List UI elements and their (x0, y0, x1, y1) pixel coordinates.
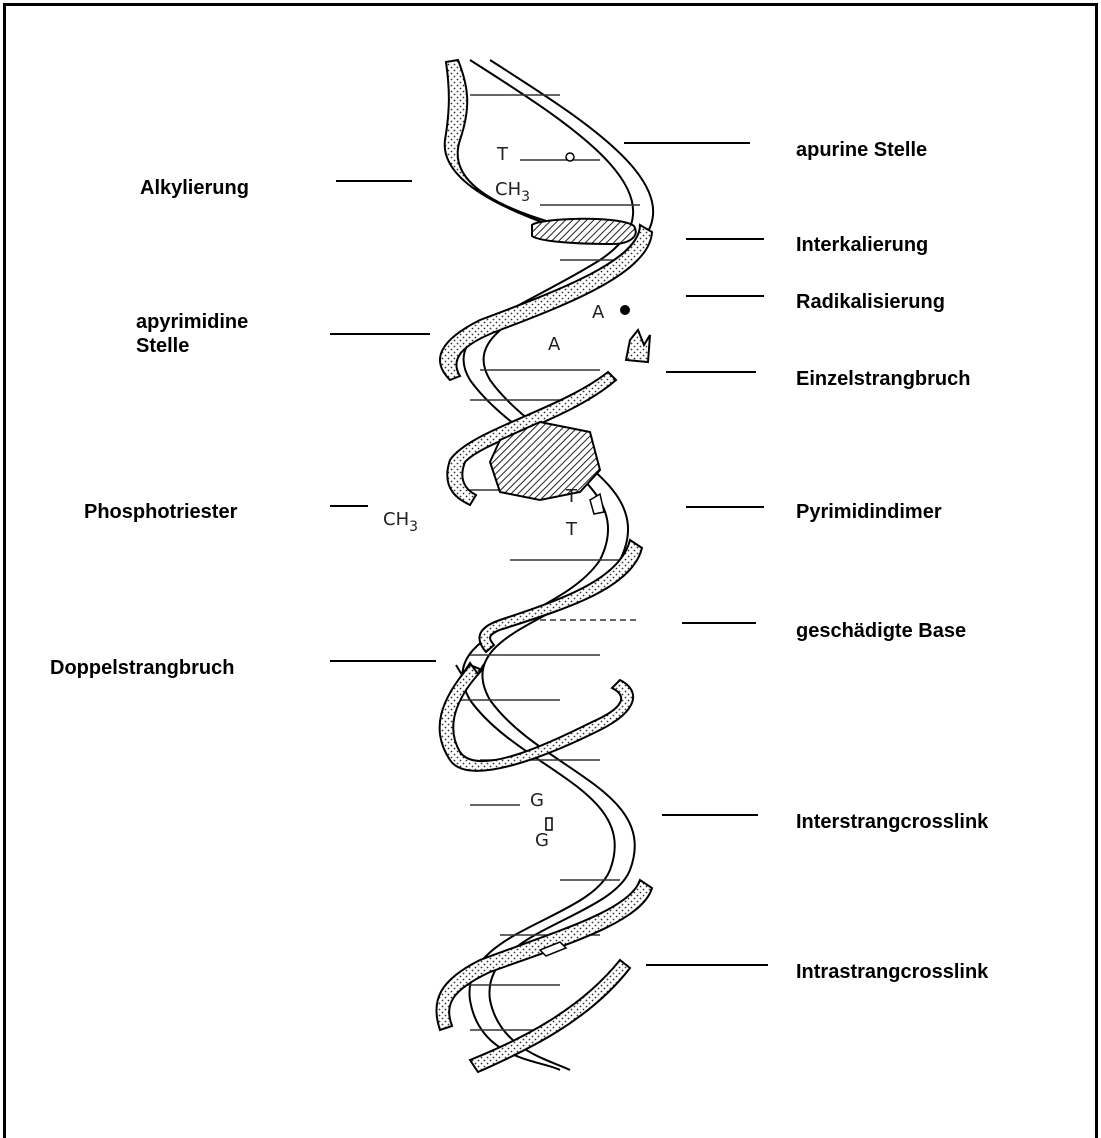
helix-mark-a-1: A (592, 302, 605, 323)
intercalation-shape (532, 219, 636, 244)
leader-geschaedigte-base (682, 622, 756, 624)
dimer-crosslink-mark (590, 494, 604, 514)
leader-radikalisierung (686, 295, 764, 297)
leader-alkylierung (336, 180, 412, 182)
label-radikalisierung: Radikalisierung (796, 290, 945, 314)
helix-mark-ch3-left: CH3 (383, 509, 418, 535)
helix-mark-a-2: A (548, 334, 561, 355)
label-intrastrangcrosslink: Intrastrangcrosslink (796, 960, 988, 984)
label-geschaedigte-base: geschädigte Base (796, 619, 966, 643)
leader-phosphotriester (330, 505, 368, 507)
label-apurine-stelle: apurine Stelle (796, 138, 927, 162)
leader-intrastrangcrosslink (646, 964, 768, 966)
label-pyrimidindimer: Pyrimidindimer (796, 500, 942, 524)
label-apyrimidine-line2: Stelle (136, 334, 248, 358)
helix-mark-g-1: G (530, 790, 544, 811)
helix-mark-t-top: T (496, 144, 509, 165)
helix-mark-t-dimer-1: T (565, 486, 578, 507)
label-einzelstrangbruch: Einzelstrangbruch (796, 367, 970, 391)
leader-einzelstrangbruch (666, 371, 756, 373)
label-interstrangcrosslink: Interstrangcrosslink (796, 810, 988, 834)
apurine-site-circle (566, 153, 574, 161)
leader-apurine-stelle (624, 142, 750, 144)
helix-mark-g-2: G (535, 830, 549, 851)
label-apyrimidine-stelle: apyrimidine Stelle (136, 310, 248, 358)
leader-doppelstrangbruch (330, 660, 436, 662)
helix-mark-t-dimer-2: T (565, 519, 578, 540)
leader-interkalierung (686, 238, 764, 240)
label-doppelstrangbruch: Doppelstrangbruch (50, 656, 234, 680)
single-strand-break-jag (626, 330, 650, 362)
label-apyrimidine-line1: apyrimidine (136, 310, 248, 334)
helix-mark-ch3-top: CH3 (495, 179, 530, 205)
radical-dot (620, 305, 630, 315)
leader-pyrimidindimer (686, 506, 764, 508)
leader-apyrimidine-stelle (330, 333, 430, 335)
label-phosphotriester: Phosphotriester (84, 500, 237, 524)
leader-interstrangcrosslink (662, 814, 758, 816)
label-alkylierung: Alkylierung (140, 176, 249, 200)
interstrand-crosslink-mark (546, 818, 552, 830)
label-interkalierung: Interkalierung (796, 233, 928, 257)
